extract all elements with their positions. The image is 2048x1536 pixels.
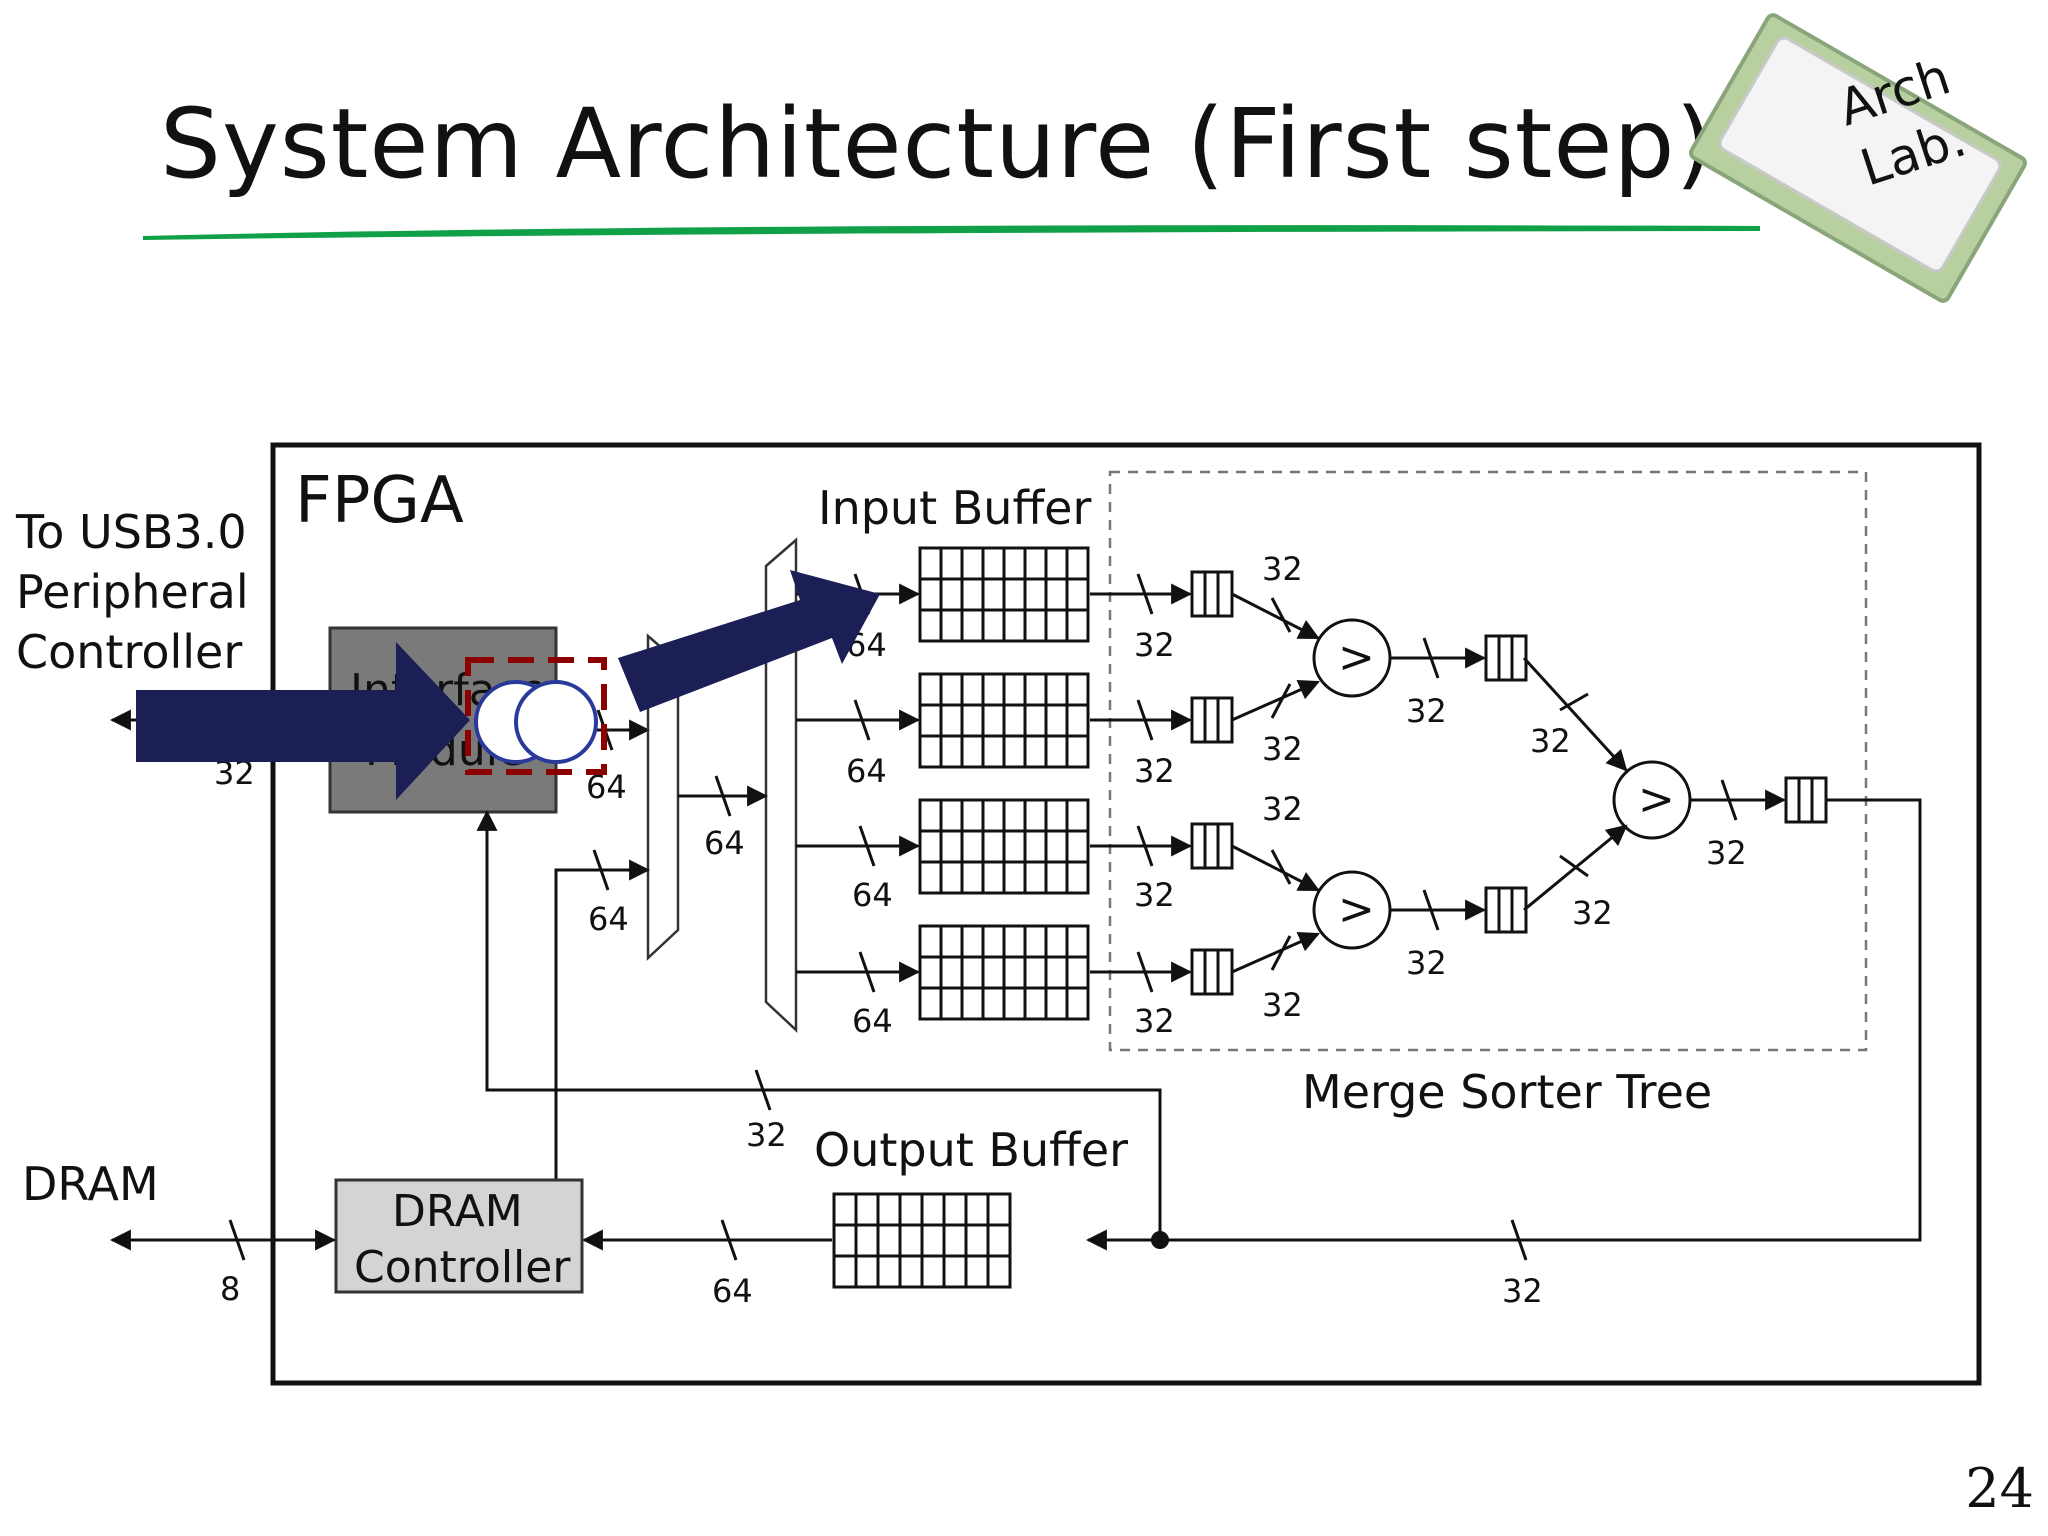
tick-final (1720, 779, 1738, 821)
merge-tree-label: Merge Sorter Tree (1302, 1065, 1712, 1119)
ib-in-width-2: 64 (846, 752, 887, 790)
tick-c2-out (1422, 889, 1440, 931)
tick-dram-up (592, 849, 610, 891)
output-buffer-grid (832, 1192, 1012, 1289)
tick-ib-out-1 (1136, 573, 1154, 615)
l1-link-d (1231, 932, 1320, 974)
dram-up-width: 64 (588, 900, 629, 938)
final-width: 32 (1706, 834, 1747, 872)
comparator-2-symbol: > (1338, 884, 1375, 935)
mux-2 (764, 537, 798, 1033)
tick-ob-dram (720, 1219, 738, 1261)
tick-ib-out-2 (1136, 699, 1154, 741)
fifo-5 (1484, 634, 1528, 682)
ob-dram-width: 64 (712, 1272, 753, 1310)
return-path (1085, 798, 1922, 1251)
c2-out-width: 32 (1406, 944, 1447, 982)
title-rule (143, 225, 1760, 240)
dram-ext-width: 8 (220, 1270, 240, 1308)
dram-to-mux1-link (554, 859, 651, 1180)
page-number: 24 (1965, 1457, 2034, 1520)
c1-out-width: 32 (1406, 692, 1447, 730)
ib-out-width-2: 32 (1134, 752, 1175, 790)
usb-label-line2: Peripheral (16, 565, 249, 619)
comparator-1-symbol: > (1338, 632, 1375, 683)
fifo-7 (1784, 776, 1828, 824)
feedback-width: 32 (746, 1116, 787, 1154)
input-buffer-1 (918, 546, 1090, 643)
input-buffer-4 (918, 924, 1090, 1021)
output-buffer-label: Output Buffer (814, 1123, 1128, 1177)
tick-l1-d (1270, 935, 1292, 971)
l1-width-d: 32 (1262, 986, 1303, 1024)
input-buffers (918, 546, 1090, 1021)
l1-link-b (1231, 680, 1320, 722)
l1-width-a: 32 (1262, 550, 1303, 588)
feedback-path (476, 809, 1162, 1240)
comparator-3-symbol: > (1638, 774, 1675, 825)
return-width: 32 (1502, 1272, 1543, 1310)
highlight-circle-2 (514, 680, 598, 764)
ib-out-width-3: 32 (1134, 876, 1175, 914)
fpga-label: FPGA (295, 464, 464, 538)
fifo-2 (1190, 696, 1234, 744)
arch-lab-logo (1689, 13, 2027, 303)
usb-label-line3: Controller (16, 625, 242, 679)
usb-label-line1: To USB3.0 (15, 505, 247, 559)
output-buffer (832, 1192, 1012, 1289)
ib-out-width-4: 32 (1134, 1002, 1175, 1040)
ib-in-width-4: 64 (852, 1002, 893, 1040)
dram-controller-box (334, 1178, 584, 1294)
l1-link-c (1231, 844, 1320, 892)
tick-ib-out-3 (1136, 825, 1154, 867)
dram-controller-line1: DRAM (392, 1186, 523, 1237)
ib-in-width-3: 64 (852, 876, 893, 914)
input-buffer-2 (918, 672, 1090, 769)
tick-l1-a (1270, 597, 1292, 633)
merge-tree-region (1108, 470, 1868, 1052)
ib-out-width-1: 32 (1134, 626, 1175, 664)
c3-in-width-b: 32 (1572, 894, 1613, 932)
tick-feedback (754, 1069, 772, 1111)
input-buffer-label: Input Buffer (818, 481, 1091, 535)
tick-c3-in-b (1559, 854, 1589, 878)
l1-link-a (1231, 592, 1320, 640)
l1-width-c: 32 (1262, 790, 1303, 828)
fifo-3 (1190, 822, 1234, 870)
tick-ib-out-4 (1136, 951, 1154, 993)
annotation-arrow-left (136, 642, 470, 800)
l2-link-a (1522, 656, 1628, 772)
fifo-registers (1190, 570, 1828, 996)
dram-external-label: DRAM (22, 1157, 159, 1211)
annotation-arrow-right (618, 570, 880, 712)
tick-ib-in-4 (858, 951, 876, 993)
fifo-1 (1190, 570, 1234, 618)
c3-in-width-a: 32 (1530, 722, 1571, 760)
input-buffer-3 (918, 798, 1090, 895)
slide-title: System Architecture (First step) (160, 88, 1714, 200)
fifo-4 (1190, 948, 1234, 996)
highlight-box (465, 657, 607, 775)
tick-c1-out (1422, 637, 1440, 679)
fpga-boundary (270, 442, 1982, 1386)
tick-ib-in-3 (858, 825, 876, 867)
tick-return (1510, 1219, 1528, 1261)
tick-c3-in-a (1559, 692, 1589, 712)
tick-l1-c (1270, 849, 1292, 885)
fifo-6 (1484, 886, 1528, 934)
tick-mux-out (714, 775, 732, 817)
mux-out-width: 64 (704, 824, 745, 862)
tick-l1-b (1270, 683, 1292, 719)
tick-ib-in-2 (853, 699, 871, 741)
tick-dram-ext (228, 1219, 246, 1261)
l1-width-b: 32 (1262, 730, 1303, 768)
dram-controller-line2: Controller (354, 1242, 571, 1293)
